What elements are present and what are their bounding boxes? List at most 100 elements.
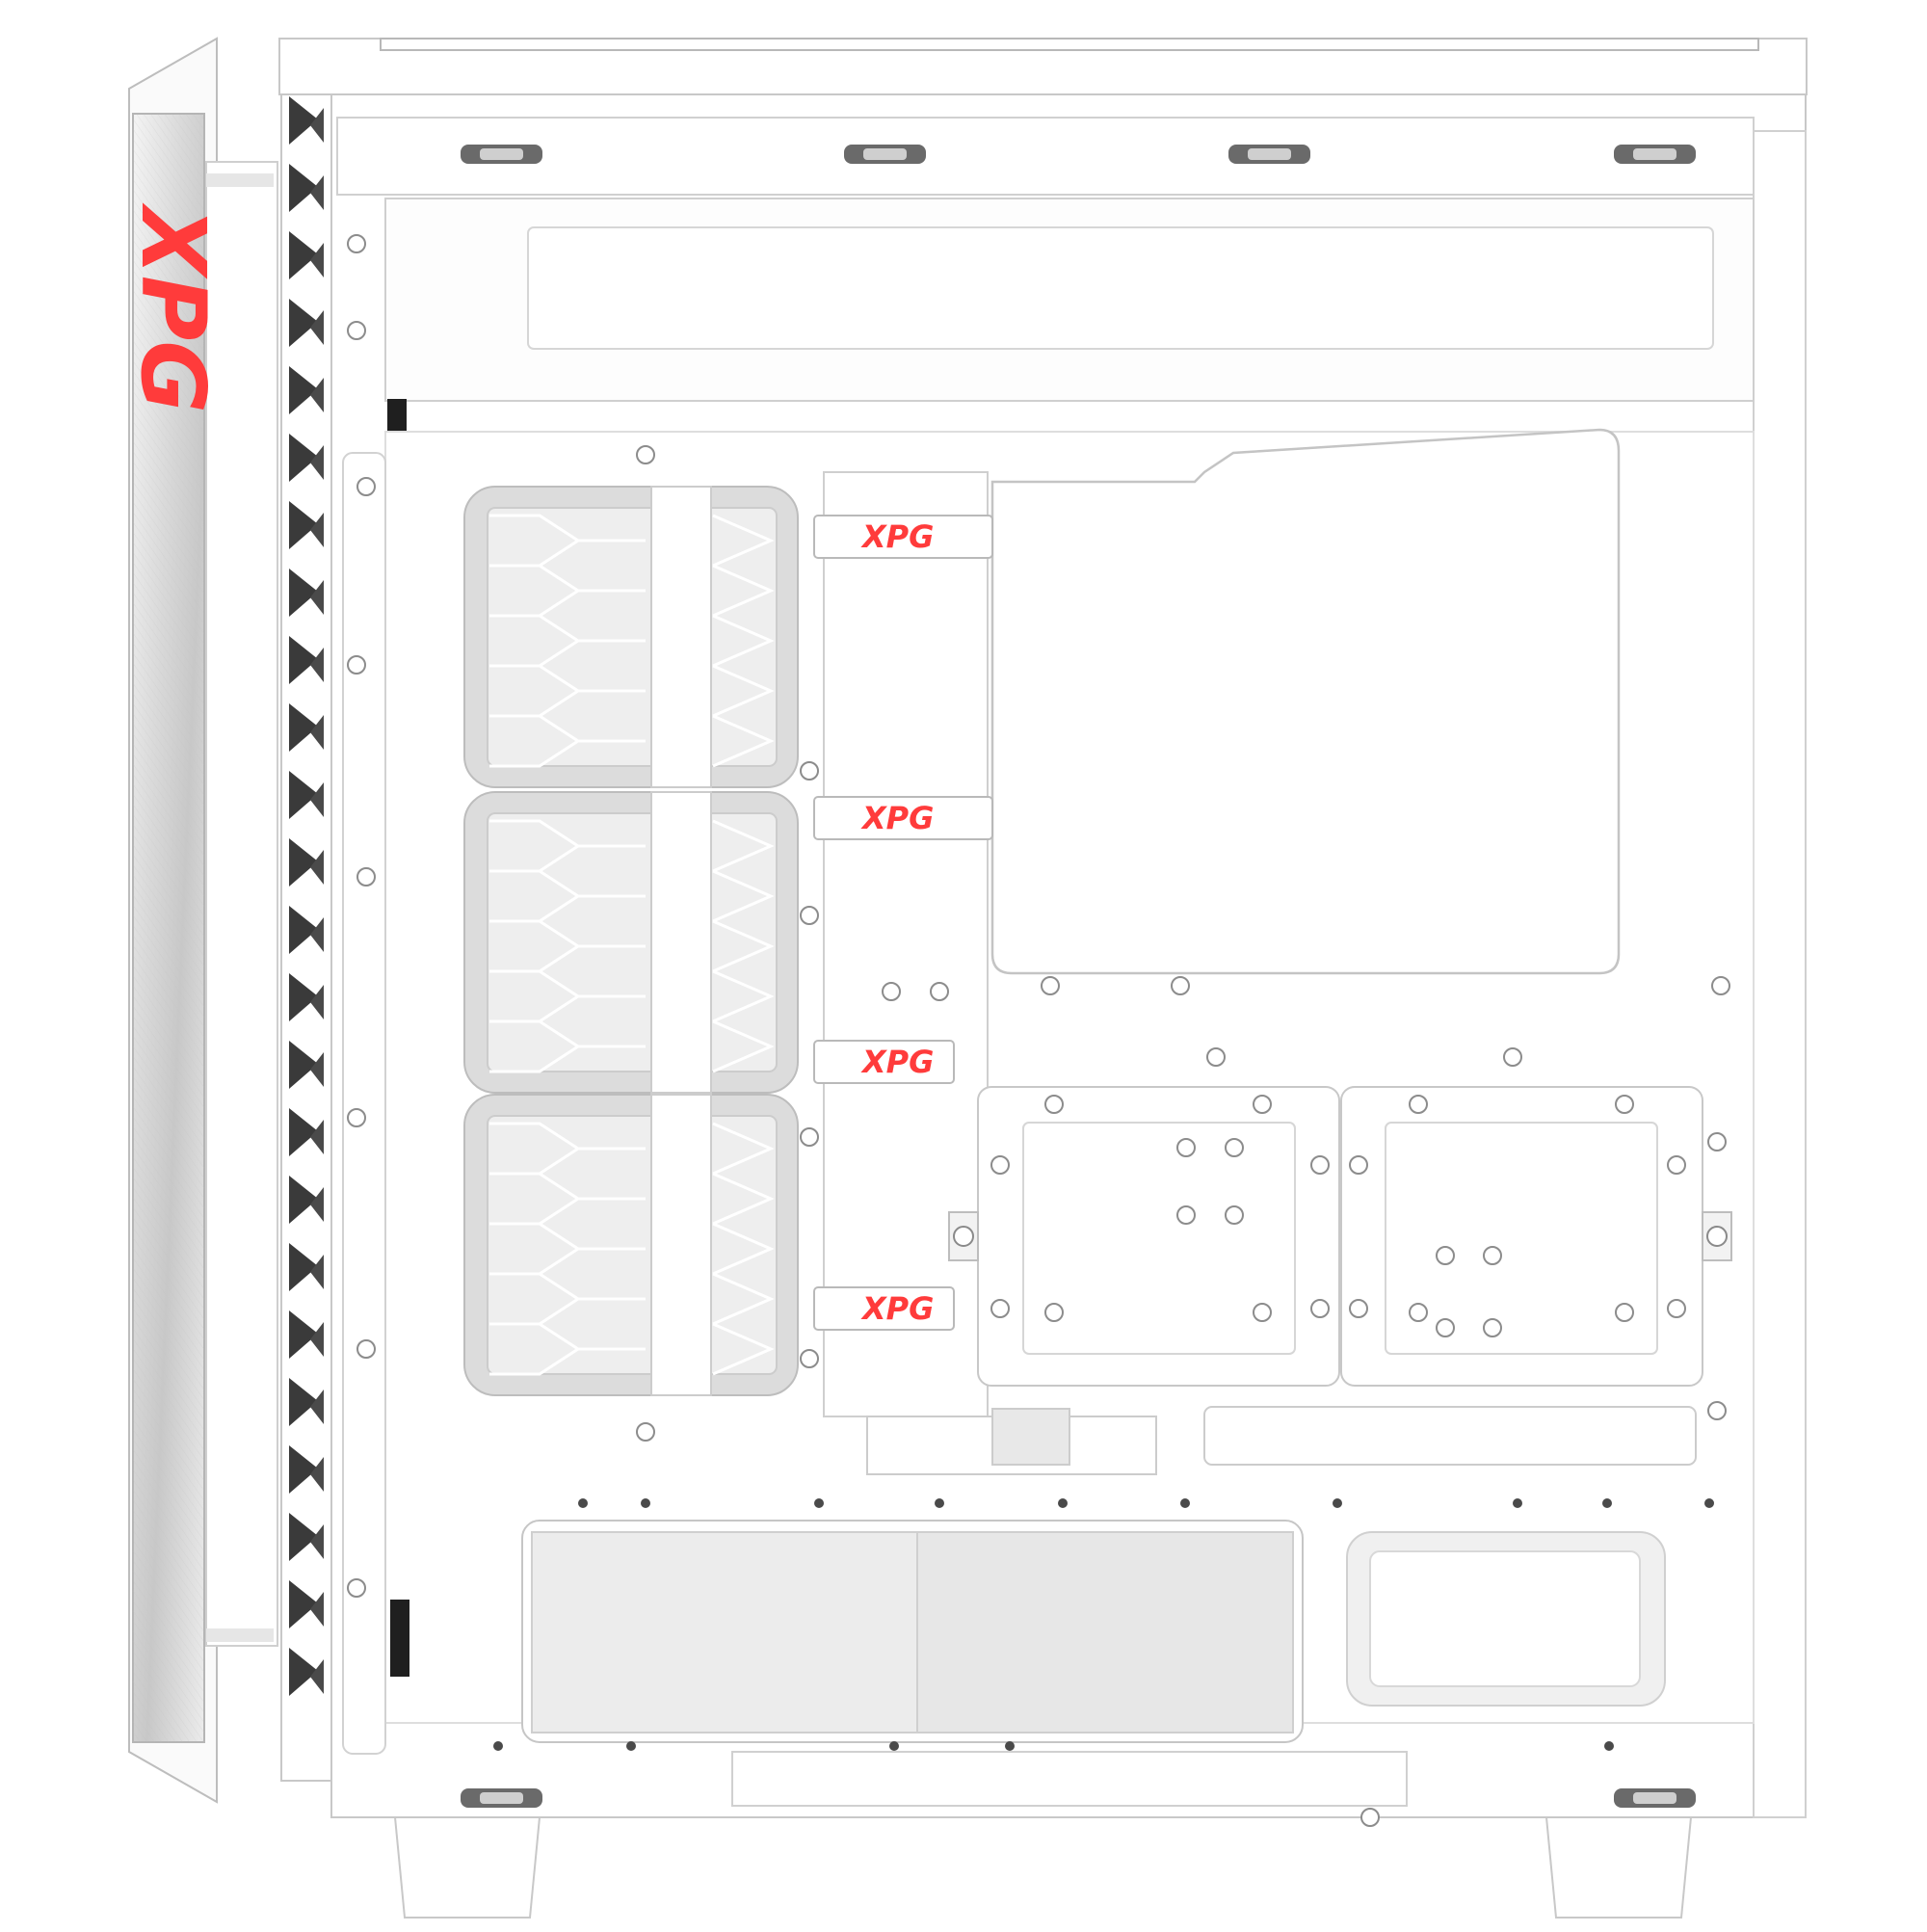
strap-logo-2: XPG bbox=[860, 800, 934, 836]
vent-triangle bbox=[289, 838, 318, 887]
top-slot-inner bbox=[1633, 148, 1676, 160]
mounting-hole bbox=[1044, 1303, 1064, 1322]
strap-logo-4: XPG bbox=[860, 1290, 934, 1327]
vent-triangle bbox=[310, 1457, 324, 1492]
fan-mesh-area bbox=[487, 507, 778, 767]
mounting-hole bbox=[990, 1155, 1010, 1175]
vent-triangle bbox=[310, 1187, 324, 1222]
bottom-slot-inner bbox=[480, 1792, 523, 1804]
vent-triangle bbox=[310, 850, 324, 885]
mounting-hole bbox=[347, 321, 366, 340]
vent-triangle bbox=[310, 243, 324, 278]
mounting-hole bbox=[1349, 1299, 1368, 1318]
cable-strap-2 bbox=[813, 796, 993, 840]
mounting-hole bbox=[1044, 1095, 1064, 1114]
vent-triangle bbox=[310, 108, 324, 143]
mounting-hole bbox=[1436, 1246, 1455, 1265]
mounting-hole bbox=[356, 477, 376, 496]
mounting-hole bbox=[1707, 1401, 1727, 1420]
vent-triangle bbox=[289, 1041, 318, 1089]
mounting-hole bbox=[356, 867, 376, 887]
vent-triangle bbox=[289, 434, 318, 482]
cable-strap-3 bbox=[813, 1040, 955, 1084]
vent-triangle bbox=[289, 1310, 318, 1359]
vent-triangle bbox=[289, 1513, 318, 1561]
vent-triangle bbox=[310, 1524, 324, 1559]
vent-triangle bbox=[289, 366, 318, 414]
mesh-line bbox=[712, 969, 775, 1023]
mounting-hole bbox=[1483, 1318, 1502, 1337]
vent-triangle bbox=[310, 445, 324, 480]
ssd-tray-right bbox=[1340, 1086, 1703, 1387]
vent-triangle bbox=[289, 1176, 318, 1224]
mesh-line bbox=[712, 819, 775, 873]
vent-triangle bbox=[289, 1243, 318, 1291]
rivet bbox=[935, 1498, 944, 1508]
vent-triangle bbox=[289, 164, 318, 212]
mesh-line bbox=[712, 514, 775, 568]
mounting-hole bbox=[990, 1299, 1010, 1318]
mesh-line bbox=[712, 1172, 775, 1226]
top-fan-slots bbox=[461, 145, 1696, 164]
mounting-hole bbox=[1176, 1205, 1196, 1225]
rivet bbox=[1602, 1498, 1612, 1508]
vent-triangle bbox=[289, 1580, 318, 1628]
mounting-hole bbox=[800, 1127, 819, 1147]
vent-triangle bbox=[310, 310, 324, 345]
mounting-hole bbox=[347, 655, 366, 675]
vent-triangle bbox=[310, 175, 324, 210]
mesh-line bbox=[712, 1272, 775, 1326]
mesh-line bbox=[712, 1019, 775, 1073]
mounting-hole bbox=[1615, 1303, 1634, 1322]
front-panel bbox=[128, 37, 278, 1804]
fan-center-bar bbox=[650, 791, 712, 1094]
mounting-hole bbox=[1225, 1205, 1244, 1225]
vent-triangle bbox=[289, 703, 318, 752]
mounting-hole bbox=[1711, 976, 1730, 995]
front-vent-strip bbox=[280, 65, 332, 1782]
cable-strap-4 bbox=[813, 1286, 955, 1331]
vent-triangle bbox=[310, 580, 324, 615]
vent-triangle bbox=[289, 96, 318, 145]
mounting-hole bbox=[882, 982, 901, 1001]
vent-triangle bbox=[310, 715, 324, 750]
mounting-hole bbox=[1615, 1095, 1634, 1114]
strap-logo-3: XPG bbox=[860, 1044, 934, 1080]
mounting-holes bbox=[347, 234, 1730, 1827]
mounting-hole bbox=[1253, 1095, 1272, 1114]
mesh-line bbox=[712, 564, 775, 618]
vent-triangle bbox=[289, 1648, 318, 1696]
rivet bbox=[493, 1741, 503, 1751]
fan-mesh-area bbox=[487, 812, 778, 1072]
mesh-line bbox=[489, 714, 646, 768]
rivet bbox=[578, 1498, 588, 1508]
mesh-line bbox=[712, 1122, 775, 1176]
fan-center-bar bbox=[650, 1094, 712, 1396]
vent-triangle bbox=[289, 973, 318, 1021]
mesh-line bbox=[712, 1222, 775, 1276]
vent-triangle bbox=[289, 1108, 318, 1156]
front-xpg-logo: XPG bbox=[121, 202, 224, 413]
mounting-hole bbox=[1409, 1095, 1428, 1114]
fan-mesh-area bbox=[487, 1115, 778, 1375]
front-fan-middle bbox=[463, 791, 799, 1094]
vent-triangle bbox=[310, 1389, 324, 1424]
rivet bbox=[1333, 1498, 1342, 1508]
cable-strap-1 bbox=[813, 515, 993, 559]
mounting-hole bbox=[930, 982, 949, 1001]
mounting-hole bbox=[1667, 1299, 1686, 1318]
mounting-hole bbox=[1171, 976, 1190, 995]
vent-triangle bbox=[289, 501, 318, 549]
mounting-hole bbox=[1667, 1155, 1686, 1175]
vent-triangle bbox=[289, 906, 318, 954]
mounting-hole bbox=[1041, 976, 1060, 995]
vent-triangle bbox=[289, 636, 318, 684]
mesh-line bbox=[712, 714, 775, 768]
ssd-tray-left bbox=[977, 1086, 1340, 1387]
rivet bbox=[1005, 1741, 1015, 1751]
vent-triangle bbox=[310, 1052, 324, 1087]
top-slot-inner bbox=[1248, 148, 1291, 160]
vent-triangle bbox=[310, 648, 324, 682]
vent-triangle bbox=[310, 1255, 324, 1289]
